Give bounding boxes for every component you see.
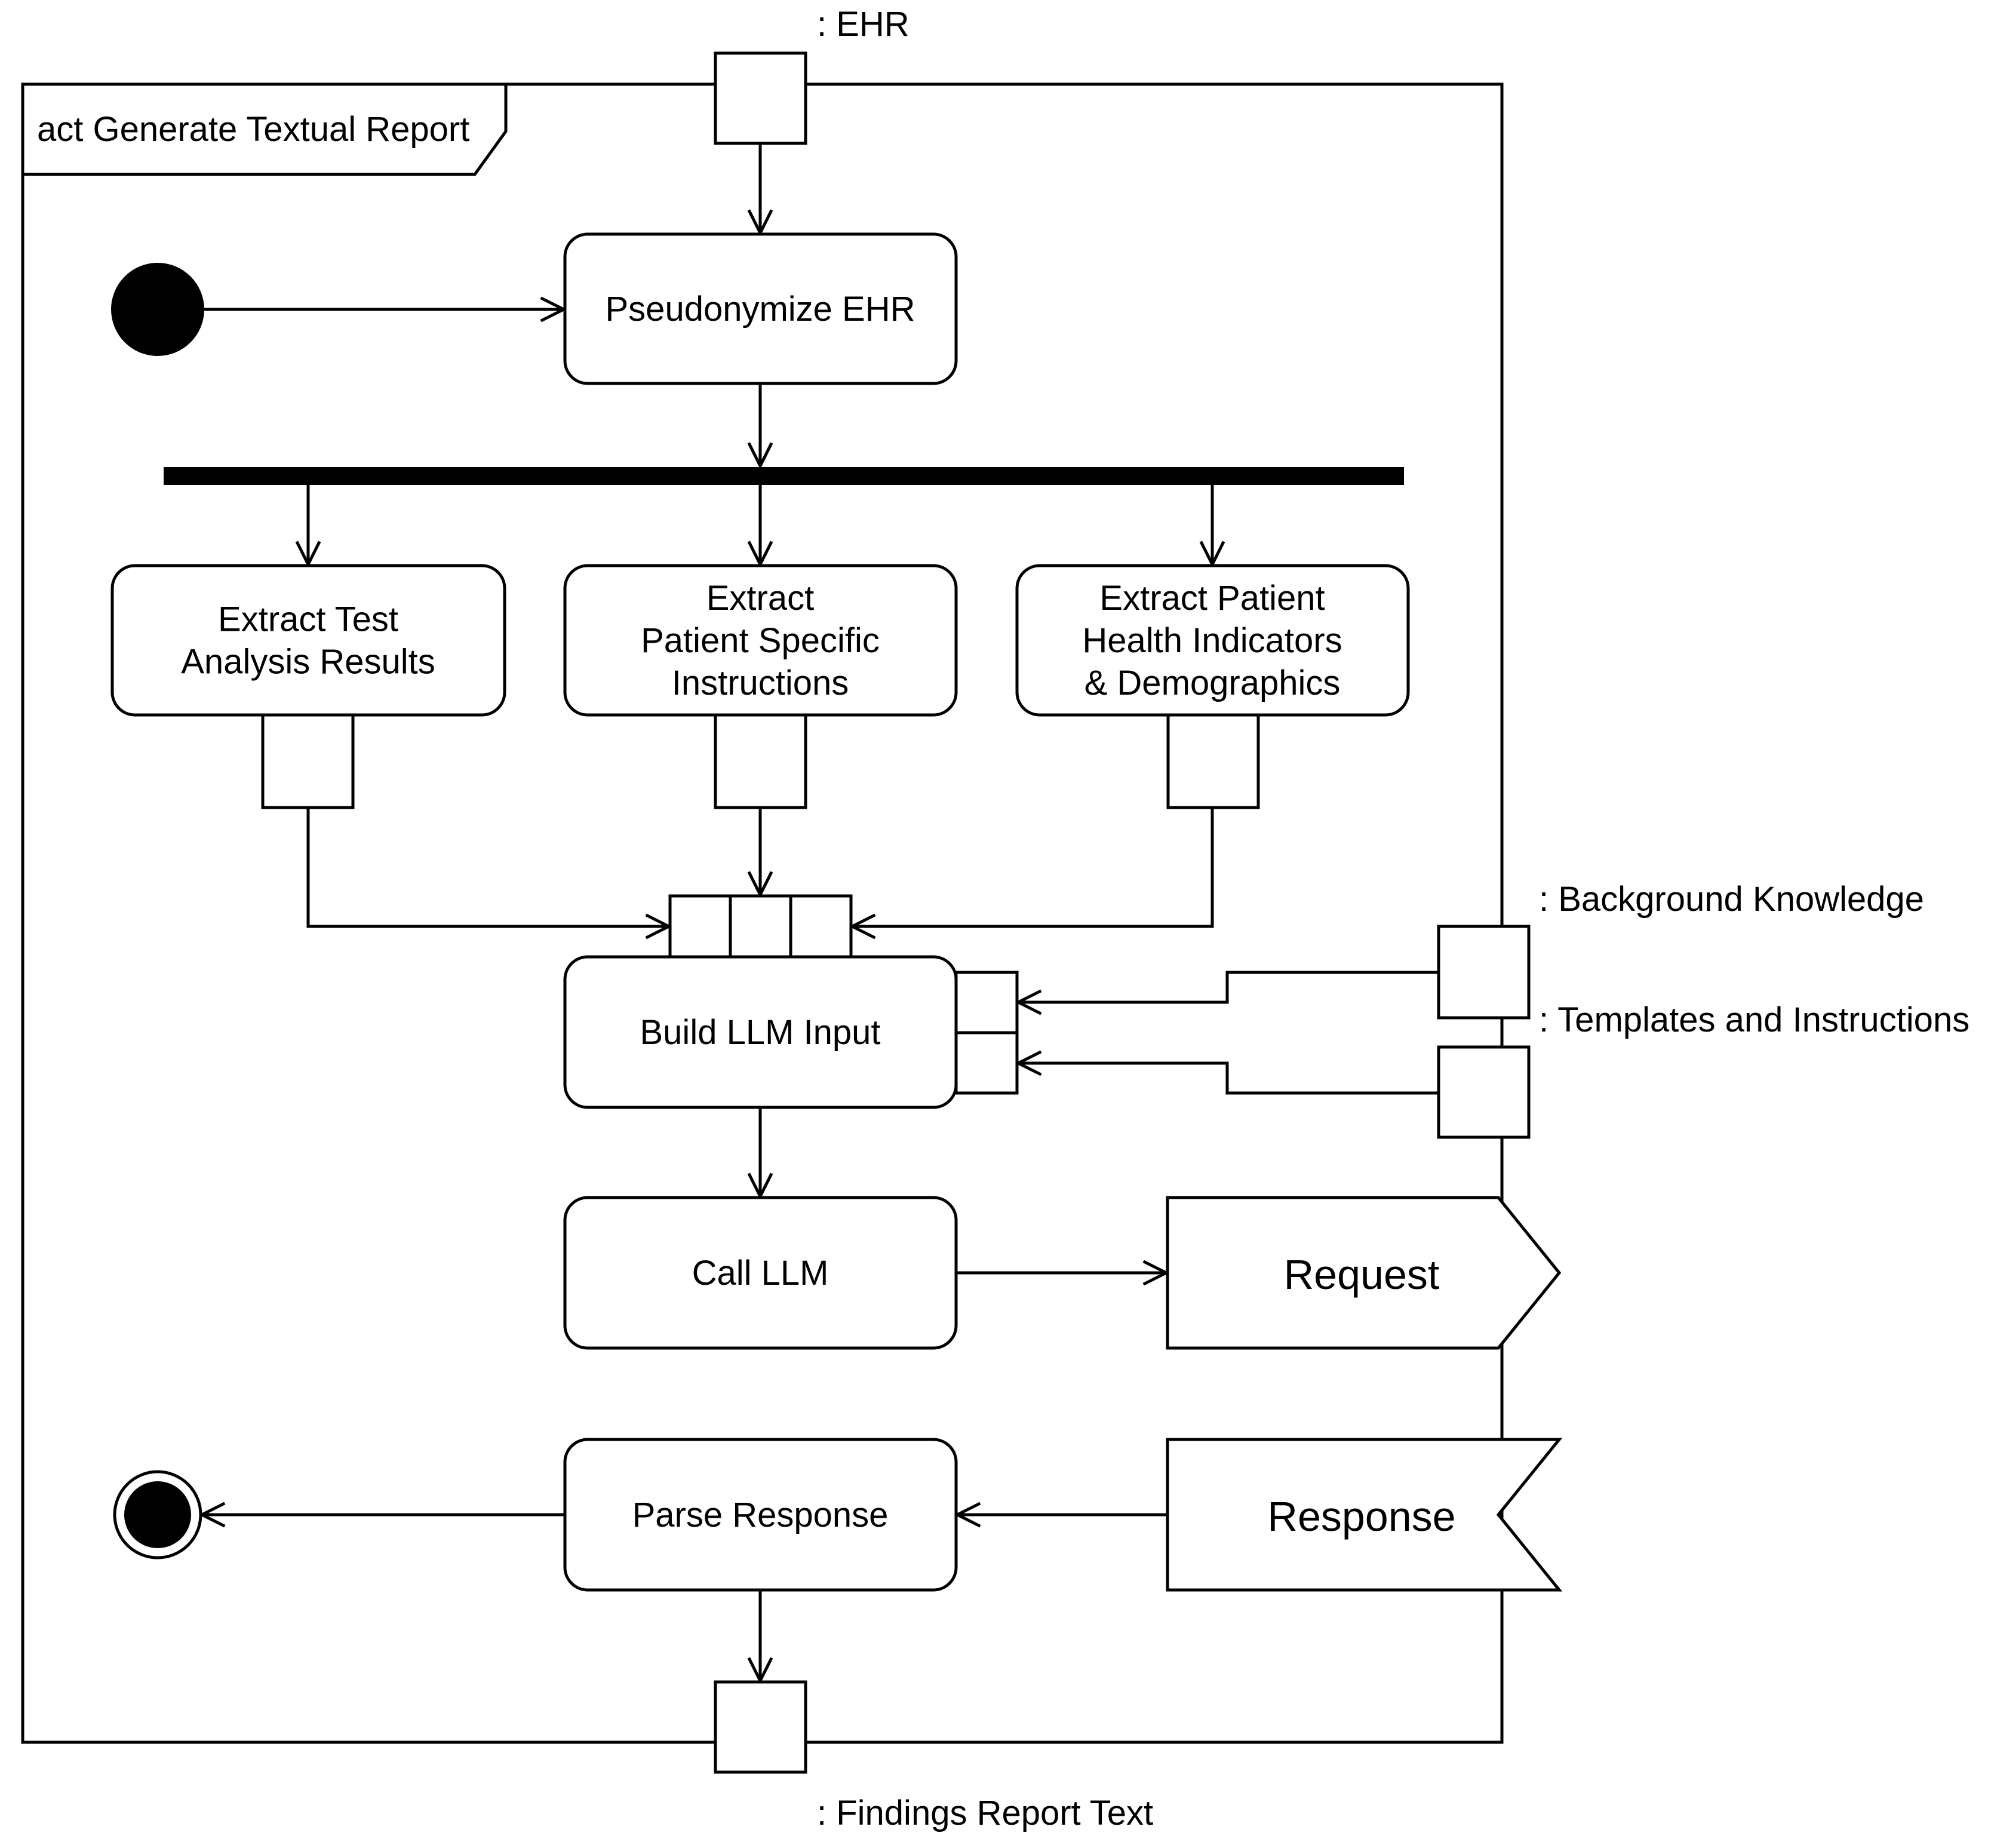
action-label: Parse Response — [632, 1496, 889, 1534]
action-label-line: Extract Patient — [1099, 579, 1325, 618]
action-label-line: Pseudonymize EHR — [606, 290, 915, 329]
frame-title: act Generate Textual Report — [37, 110, 469, 149]
input-parameter-label: : EHR — [817, 5, 910, 44]
action-label-line: Health Indicators — [1082, 621, 1342, 660]
input-parameter-background-knowledge — [1437, 925, 1531, 1020]
input-pin-right-1 — [954, 971, 1019, 1034]
action-label-line: Build LLM Input — [640, 1013, 880, 1052]
flows — [202, 143, 1439, 1681]
input-pin-top-1 — [668, 894, 732, 959]
initial-node — [111, 263, 204, 356]
send-signal-label: Request — [1284, 1251, 1440, 1298]
templates-label: : Templates and Instructions — [1539, 1000, 1970, 1039]
action-label-line: Instructions — [672, 664, 849, 702]
action-label: Build LLM Input — [640, 1013, 880, 1052]
action-label: Call LLM — [692, 1254, 829, 1293]
output-parameter-findings-report — [714, 1680, 807, 1774]
action-label-line: Analysis Results — [181, 643, 435, 682]
action-label-line: Call LLM — [692, 1254, 829, 1293]
input-pin-top-2 — [729, 894, 792, 959]
flow-background-to-build — [1018, 971, 1439, 1002]
input-pin-right-2 — [954, 1031, 1019, 1095]
accept-event-response — [1166, 1438, 1563, 1592]
input-parameter-templates — [1437, 1045, 1531, 1139]
flow-templates-to-build — [1018, 1063, 1439, 1095]
frame-title-tab — [23, 84, 508, 176]
flow-test-results-to-build — [306, 808, 669, 926]
action-label-line: Parse Response — [632, 1496, 889, 1534]
action-label-line: Extract Test — [218, 600, 398, 639]
send-signal-request — [1166, 1196, 1562, 1350]
input-parameter-ehr — [714, 51, 807, 145]
action-label-line: Extract — [706, 579, 815, 618]
action-label: Pseudonymize EHR — [606, 290, 915, 329]
output-pin-instructions — [714, 713, 807, 809]
fork-bar — [164, 467, 1404, 485]
action-label-line: Patient Specific — [641, 621, 880, 660]
final-node — [124, 1481, 191, 1548]
output-pin-health-indicators — [1166, 713, 1260, 809]
output-parameter-label: : Findings Report Text — [817, 1794, 1153, 1832]
input-pin-top-3 — [789, 894, 853, 959]
background-knowledge-label: : Background Knowledge — [1539, 880, 1924, 919]
accept-event-label: Response — [1267, 1493, 1455, 1540]
action-extract-test-results — [110, 564, 506, 717]
flow-health-to-build — [852, 808, 1214, 926]
action-label-line: & Demographics — [1084, 664, 1341, 702]
output-pin-test-results — [261, 713, 355, 809]
